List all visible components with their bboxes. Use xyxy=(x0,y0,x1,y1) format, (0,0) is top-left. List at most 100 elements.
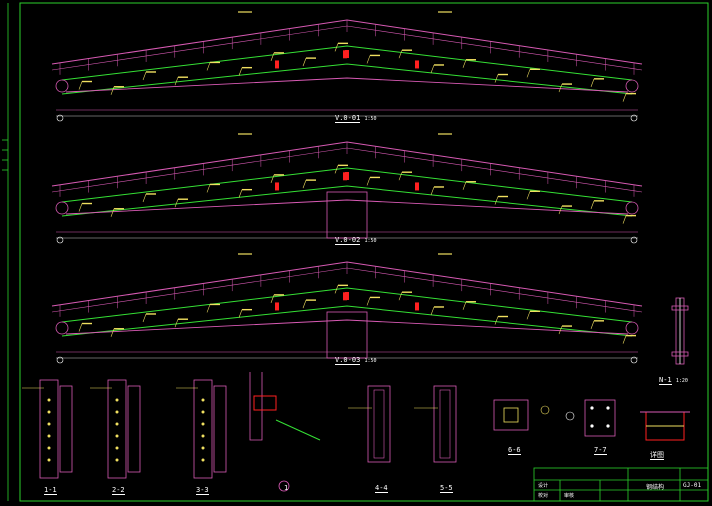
connection-marker xyxy=(275,60,279,69)
elevation-scale-2: 1:50 xyxy=(364,238,377,244)
node-red-plate xyxy=(253,395,277,411)
column-plate xyxy=(39,379,59,479)
annotation-leader xyxy=(142,193,147,203)
axis-bubble-left xyxy=(56,236,64,244)
connection-section-6 xyxy=(493,399,550,431)
annotation-leader xyxy=(302,180,307,189)
purlin-line xyxy=(51,147,643,193)
annotation-leader xyxy=(430,306,435,316)
bolt xyxy=(201,410,205,414)
bolt xyxy=(47,422,51,426)
annotation-leader xyxy=(366,177,371,186)
annotation-leader xyxy=(78,203,83,212)
bolt xyxy=(590,406,594,410)
title-block-row-3: 审核 xyxy=(564,493,575,499)
annotation-leader xyxy=(462,59,467,68)
connection-marker xyxy=(275,302,279,311)
section-label-5: 5-5 xyxy=(440,484,453,493)
annotation-leader xyxy=(174,319,179,328)
annotation-leader xyxy=(462,301,467,310)
column-plate xyxy=(107,379,127,479)
elevation-title-2: V.0-02 1:50 xyxy=(335,236,377,245)
axis-bubble-right xyxy=(630,236,638,244)
annotation-leader xyxy=(238,189,243,198)
connection-marker xyxy=(343,172,347,181)
binding-margin-ticks xyxy=(2,139,8,171)
annotation-leader xyxy=(270,294,275,303)
column-section-1 xyxy=(22,379,73,479)
annotation-leader xyxy=(430,186,435,196)
bolt xyxy=(201,398,205,402)
connection-marker xyxy=(415,182,419,191)
title-block-name: 钢结构 xyxy=(646,484,665,491)
title-block-sheet: GJ-01 xyxy=(683,482,702,489)
side-column-label: N-1 1:20 xyxy=(659,376,688,385)
annotation-leader xyxy=(238,309,243,318)
bolt-callout xyxy=(540,405,550,415)
annotation-leader xyxy=(558,325,563,335)
center-column xyxy=(326,191,368,239)
bolt xyxy=(115,410,119,414)
annotation-leader xyxy=(590,78,595,87)
section-label-4: 4-4 xyxy=(375,484,388,493)
bolt xyxy=(47,410,51,414)
annotation-leader xyxy=(110,208,115,217)
left-support-circle xyxy=(55,201,69,215)
sheet-border xyxy=(19,2,709,502)
section-details xyxy=(22,372,616,492)
right-support-circle xyxy=(625,201,639,215)
bottom-chord xyxy=(65,77,629,93)
annotation-leader xyxy=(430,64,435,74)
beam-section-4 xyxy=(348,385,391,463)
side-column-scale: 1:20 xyxy=(675,378,688,384)
annotation-leader xyxy=(110,86,115,95)
column-flange xyxy=(213,385,227,473)
bolt xyxy=(606,406,610,410)
truss-elevations xyxy=(51,11,643,364)
annotation-leader xyxy=(142,71,147,81)
annotation-leader xyxy=(206,304,211,313)
annotation-leader xyxy=(206,184,211,193)
annotation-leader xyxy=(398,50,403,59)
bottom-chord xyxy=(65,319,629,335)
connection-section-7 xyxy=(565,399,616,437)
annotation-leader xyxy=(558,205,563,215)
annotation-leader xyxy=(366,55,371,64)
annotation-leader xyxy=(622,215,627,224)
base-plate xyxy=(584,399,616,437)
plate-detail xyxy=(640,411,690,441)
title-block xyxy=(533,467,709,502)
annotation-leader xyxy=(78,81,83,90)
connection-marker xyxy=(343,292,347,301)
axis-bubble-left xyxy=(56,356,64,364)
annotation-leader xyxy=(142,313,147,323)
truss-elevation-1 xyxy=(51,11,643,122)
annotation-leader xyxy=(206,62,211,71)
connection-marker xyxy=(343,50,347,59)
beam-plate xyxy=(433,385,457,463)
annotation-leader xyxy=(302,58,307,67)
axis-bubble xyxy=(565,411,575,421)
bolt xyxy=(201,446,205,450)
bolt xyxy=(115,422,119,426)
beam-plate xyxy=(367,385,391,463)
node-chord xyxy=(275,419,321,441)
annotation-leader xyxy=(526,191,531,200)
annotation-leader xyxy=(238,67,243,76)
axis-bubble-right xyxy=(630,356,638,364)
annotation-leader xyxy=(622,335,627,344)
title-block-row-2: 校对 xyxy=(538,493,549,499)
axis-bubble-left xyxy=(56,114,64,122)
annotation-leader xyxy=(334,285,339,294)
section-label-3: 3-3 xyxy=(196,486,209,495)
annotation-leader xyxy=(494,74,499,83)
node-detail xyxy=(249,372,321,492)
annotation-leader xyxy=(526,311,531,320)
left-support-circle xyxy=(55,321,69,335)
bolt xyxy=(47,398,51,402)
annotation-leader xyxy=(270,52,275,61)
annotation-leader xyxy=(334,165,339,174)
elevation-title-3: V.0-03 1:50 xyxy=(335,356,377,365)
bolt xyxy=(115,434,119,438)
annotation-leader xyxy=(366,297,371,306)
